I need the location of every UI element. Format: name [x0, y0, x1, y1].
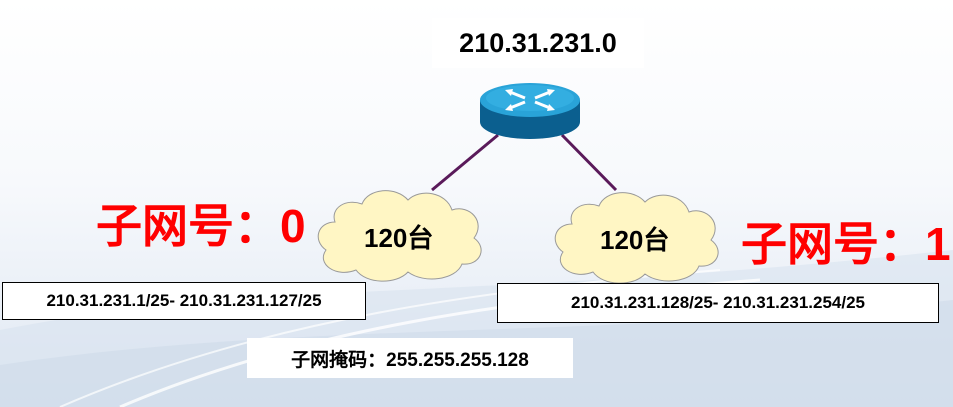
cloud-right-host-count: 120台: [600, 225, 670, 255]
link-right: [560, 133, 618, 192]
cloud-left-host-count: 120台: [364, 223, 434, 253]
subnet-0-title: 子网号：0: [96, 200, 306, 252]
subnet-1-title: 子网号：1: [741, 218, 951, 270]
subnet-0-range: 210.31.231.1/25- 210.31.231.127/25: [2, 282, 366, 320]
link-left: [431, 133, 499, 192]
subnet-1-range: 210.31.231.128/25- 210.31.231.254/25: [497, 283, 939, 323]
subnet-mask-label: 子网掩码：255.255.255.128: [247, 338, 573, 378]
cloud-left-shape: [317, 190, 482, 282]
router-icon[interactable]: [480, 83, 580, 139]
cloud-right-shape: [554, 192, 719, 284]
network-address-label: 210.31.231.0: [432, 18, 644, 68]
